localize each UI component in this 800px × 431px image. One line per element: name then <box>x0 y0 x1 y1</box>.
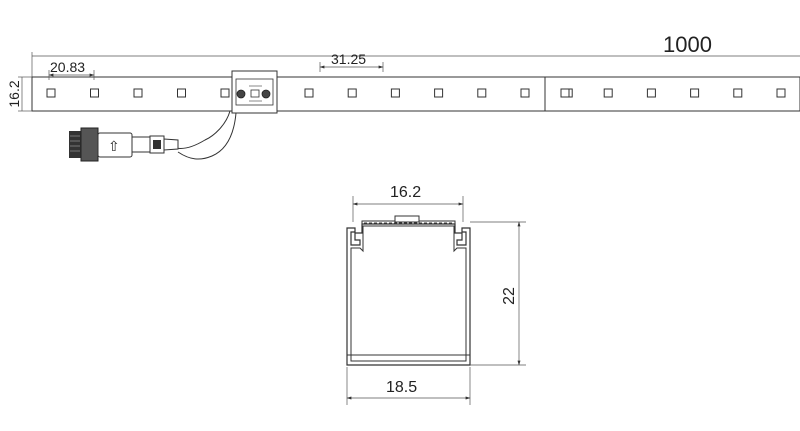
led-row <box>46 88 786 98</box>
led-strip: 1000 16.2 20.83 31.25 <box>6 32 800 162</box>
led-2 <box>90 88 99 98</box>
section-height-label: 22 <box>501 287 518 305</box>
profile-inner <box>350 225 467 362</box>
led-1 <box>46 88 56 98</box>
led-pitch-label: 20.83 <box>50 59 85 75</box>
clip-screw-right <box>261 89 271 99</box>
cable-lower <box>177 112 237 160</box>
led-8 <box>390 88 400 98</box>
group-pitch-label: 31.25 <box>331 51 366 67</box>
led-15 <box>646 88 656 98</box>
connector-collar <box>80 127 99 162</box>
led-18 <box>776 88 786 98</box>
length-label: 1000 <box>663 32 712 57</box>
cover-tab <box>394 215 420 223</box>
led-10 <box>477 88 487 98</box>
led-3 <box>133 88 143 98</box>
connector-neck <box>132 136 151 153</box>
strip-body <box>31 76 800 112</box>
profile-cross-section: 16.2 22 18.5 <box>346 184 526 405</box>
led-13 <box>560 88 570 98</box>
clip-screw-left <box>236 89 246 99</box>
connector-tail <box>163 138 179 151</box>
led-6 <box>304 88 314 98</box>
led-17 <box>733 88 743 98</box>
led-5 <box>220 88 230 98</box>
led-7 <box>347 88 357 98</box>
mounting-clip <box>231 70 278 114</box>
connector-body <box>97 132 133 158</box>
led-9 <box>434 88 444 98</box>
led-11 <box>520 88 530 98</box>
height-label: 16.2 <box>6 80 22 107</box>
cable-upper <box>175 110 231 149</box>
cable-connector: ⇧ <box>69 127 179 162</box>
led-4 <box>177 88 186 98</box>
top-width-label: 16.2 <box>390 184 421 201</box>
profile-outer <box>346 223 471 366</box>
led-16 <box>690 88 700 98</box>
led-14 <box>603 88 613 98</box>
connector-arrow-icon: ⇧ <box>108 138 120 154</box>
connector-grip-band <box>153 140 161 149</box>
bottom-width-label: 18.5 <box>386 379 417 396</box>
connector-nut <box>69 131 81 158</box>
clip-led <box>250 89 260 98</box>
